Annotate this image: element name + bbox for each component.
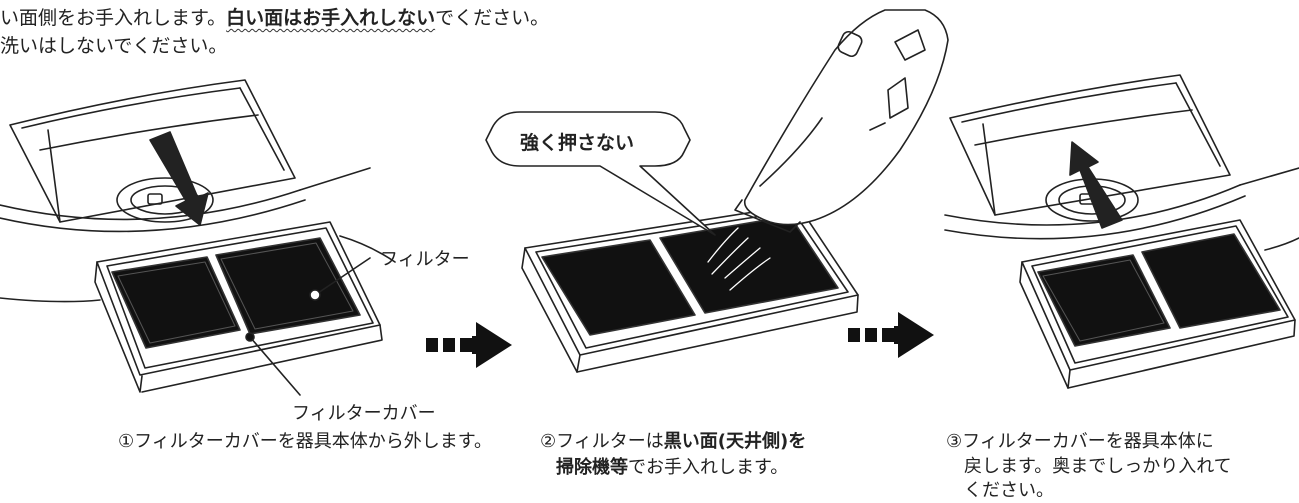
down-arrow (149, 131, 209, 226)
next-arrow-2 (848, 312, 934, 358)
step3-caption-line1: ③フィルターカバーを器具本体に (946, 431, 1214, 452)
step1-device-illustration (0, 79, 396, 303)
step3-device-illustration (944, 74, 1299, 251)
vacuum-illustration (734, 9, 949, 233)
step3-caption-line3: ください。 (964, 480, 1054, 501)
header-line-1: い面側をお手入れします。白い面はお手入れしないでください。 (0, 6, 549, 30)
speech-bubble (485, 111, 716, 236)
step2-caption-tool: 掃除機等 (556, 457, 628, 478)
bubble-warning: 強く押さない (520, 132, 635, 154)
filter-cover-label: フィルターカバー (292, 403, 436, 424)
step2-caption-text: ②フィルターは (540, 431, 664, 452)
step3-caption-line2: 戻します。奥までしっかり入れて (964, 456, 1232, 477)
step3-filter-tray (1019, 219, 1296, 389)
step1-filter-tray (94, 221, 383, 393)
step2-caption-emphasis: 黒い面(天井側)を (663, 431, 807, 452)
header-warning: 白い面はお手入れしない (226, 7, 436, 29)
step2-filter-tray (521, 204, 859, 373)
up-arrow (1069, 141, 1123, 229)
next-arrow-1 (426, 322, 512, 368)
step2-caption-end: でお手入れします。 (628, 457, 789, 478)
header-text: い面側をお手入れします。 (0, 7, 227, 29)
header-text-end: でください。 (435, 7, 550, 29)
step2-caption-line1: ②フィルターは黒い面(天井側)を (540, 430, 806, 454)
step1-caption: ①フィルターカバーを器具本体から外します。 (118, 431, 492, 452)
header-line-2: 洗いはしないでください。 (0, 35, 228, 57)
step2-caption-line2: 掃除機等でお手入れします。 (556, 456, 788, 480)
filter-label: フィルター (380, 249, 470, 270)
